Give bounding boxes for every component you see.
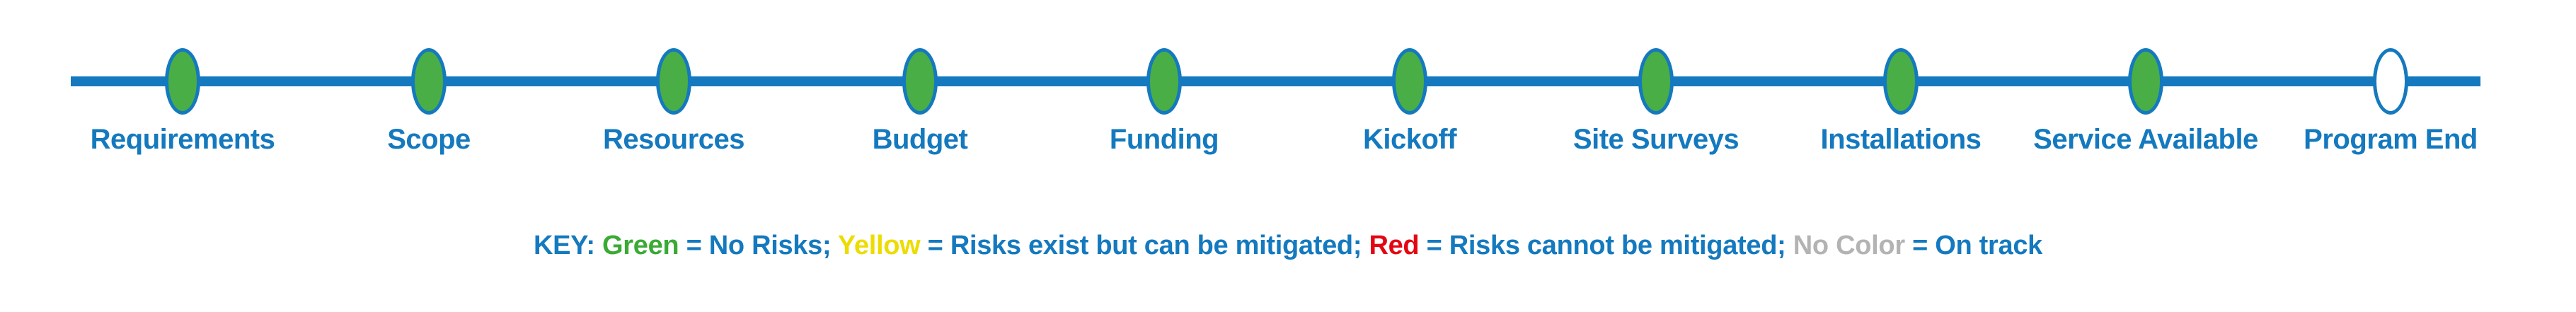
- milestone-label: Scope: [387, 124, 471, 155]
- milestone-node-green-icon[interactable]: [411, 48, 447, 115]
- milestone-label: Funding: [1109, 124, 1219, 155]
- key-swatch-label-red: Red: [1369, 231, 1420, 260]
- milestone-label: Budget: [872, 124, 968, 155]
- key-prefix: KEY:: [533, 231, 595, 260]
- key-legend: KEY: Green = No Risks; Yellow = Risks ex…: [0, 231, 2576, 261]
- key-swatch-label-green: Green: [602, 231, 679, 260]
- milestone-label: Service Available: [2033, 124, 2258, 155]
- milestone-node-green-icon[interactable]: [1638, 48, 1674, 115]
- key-separator: =: [1419, 231, 1449, 260]
- milestone-node-green-icon[interactable]: [2128, 48, 2163, 115]
- timeline: Requirements Scope Resources Budget Funding K…: [71, 48, 2480, 155]
- milestone-node-green-icon[interactable]: [1146, 48, 1182, 115]
- milestone-label: Kickoff: [1362, 124, 1457, 155]
- milestone-node-green-icon[interactable]: [165, 48, 200, 115]
- key-meaning: Risks exist but can be mitigated;: [950, 231, 1362, 260]
- milestone-label: Requirements: [90, 124, 275, 155]
- key-swatch-label-gray: No Color: [1793, 231, 1905, 260]
- key-meaning: Risks cannot be mitigated;: [1449, 231, 1786, 260]
- key-separator: =: [920, 231, 950, 260]
- milestone-label: Installations: [1820, 124, 1982, 155]
- milestone-node-green-icon[interactable]: [902, 48, 938, 115]
- milestone-node-green-icon[interactable]: [656, 48, 691, 115]
- milestone-node-none-icon[interactable]: [2373, 48, 2408, 115]
- key-separator: =: [679, 231, 709, 260]
- milestone-node-green-icon[interactable]: [1883, 48, 1919, 115]
- key-meaning: No Risks;: [708, 231, 832, 260]
- milestone-node-green-icon[interactable]: [1392, 48, 1427, 115]
- key-meaning: On track: [1935, 231, 2043, 260]
- key-separator: =: [1904, 231, 1936, 260]
- milestone-label: Program End: [2304, 124, 2478, 155]
- key-swatch-label-yellow: Yellow: [837, 231, 921, 260]
- milestone-label: Resources: [602, 124, 745, 155]
- milestone-label: Site Surveys: [1572, 124, 1740, 155]
